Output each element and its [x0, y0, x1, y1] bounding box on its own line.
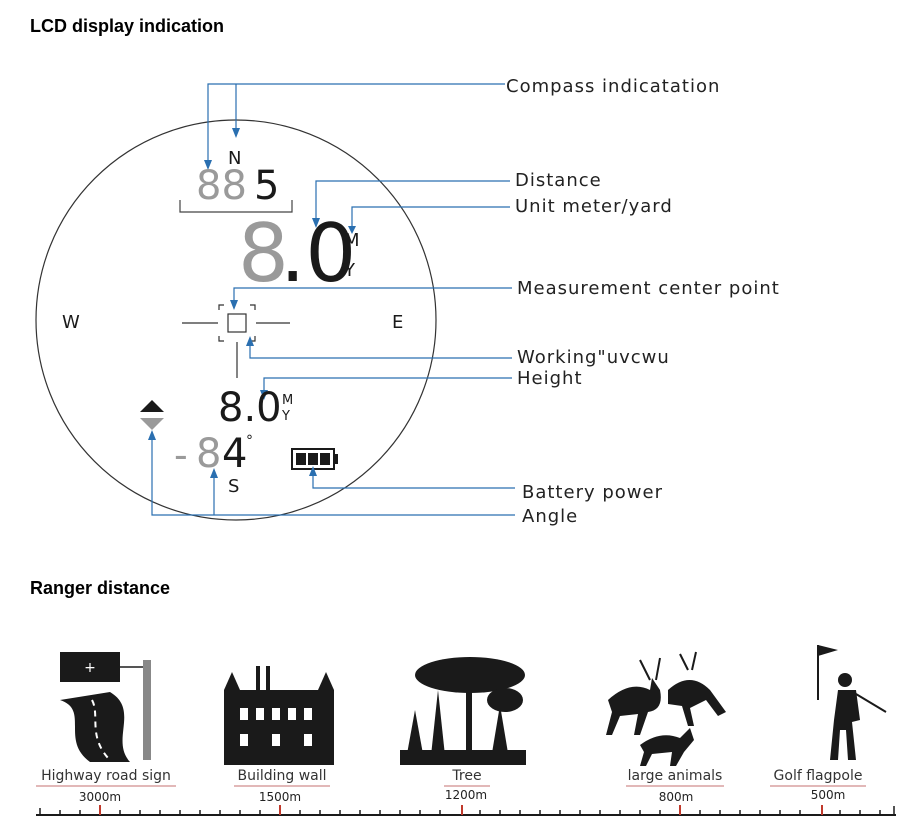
distance-decimal: .0 [280, 207, 357, 300]
distance-unit-m: M [344, 230, 360, 251]
distance-large-animals: 800m [658, 790, 694, 804]
angle-lit-digit: 4 [222, 431, 248, 477]
distance-integer: 8 [238, 207, 289, 300]
label-compass: Compass indicatation [506, 76, 721, 97]
ranger-heading: Ranger distance [30, 578, 171, 598]
compass-north-letter: N [228, 148, 242, 169]
label-distance: Distance [515, 170, 602, 191]
angle-down-icon [140, 418, 164, 430]
tree-icon [400, 657, 526, 765]
compass-bracket [179, 200, 293, 213]
golfer-icon [817, 645, 887, 760]
label-working: Working"uvcwu [517, 347, 670, 368]
caption-highway-sign: Highway road sign [41, 768, 171, 784]
angle-minus: - [174, 433, 188, 477]
building-icon [224, 666, 334, 765]
compass-west-letter: W [62, 312, 80, 333]
lcd-heading: LCD display indication [30, 16, 225, 36]
compass-south-letter: S [228, 476, 240, 497]
caption-building-wall: Building wall [237, 768, 327, 784]
height-unit-m: M [282, 393, 294, 408]
distance-golf-flagpole: 500m [810, 788, 846, 802]
label-battery: Battery power [522, 482, 663, 503]
caption-tree: Tree [452, 768, 482, 784]
caption-large-animals: large animals [627, 768, 723, 784]
label-angle: Angle [522, 506, 579, 527]
compass-dim-digits: 88 [196, 163, 247, 209]
compass-lit-digit: 5 [254, 163, 280, 209]
leader-lines [151, 83, 515, 516]
compass-east-letter: E [392, 312, 404, 333]
height-value: 8.0 [218, 385, 282, 431]
crosshair-icon [182, 304, 290, 378]
label-unit: Unit meter/yard [515, 196, 673, 217]
svg-text:+: + [84, 660, 96, 676]
battery-icon [291, 448, 338, 470]
distance-building-wall: 1500m [258, 790, 302, 804]
caption-golf-flagpole: Golf flagpole [773, 768, 863, 784]
distance-tree: 1200m [444, 788, 488, 802]
arrowheads [148, 128, 356, 478]
label-height: Height [517, 368, 583, 389]
angle-dim-digit: 8 [196, 431, 222, 477]
deer-icon [606, 651, 726, 766]
distance-scale-ruler [36, 805, 896, 816]
angle-up-icon [140, 400, 164, 412]
highway-sign-icon: + [60, 652, 151, 762]
angle-degree-sign: ° [246, 433, 253, 449]
height-unit-y: Y [282, 409, 290, 424]
distance-unit-y: Y [344, 260, 355, 281]
label-center-point: Measurement center point [517, 278, 780, 299]
distance-highway-sign: 3000m [78, 790, 122, 804]
